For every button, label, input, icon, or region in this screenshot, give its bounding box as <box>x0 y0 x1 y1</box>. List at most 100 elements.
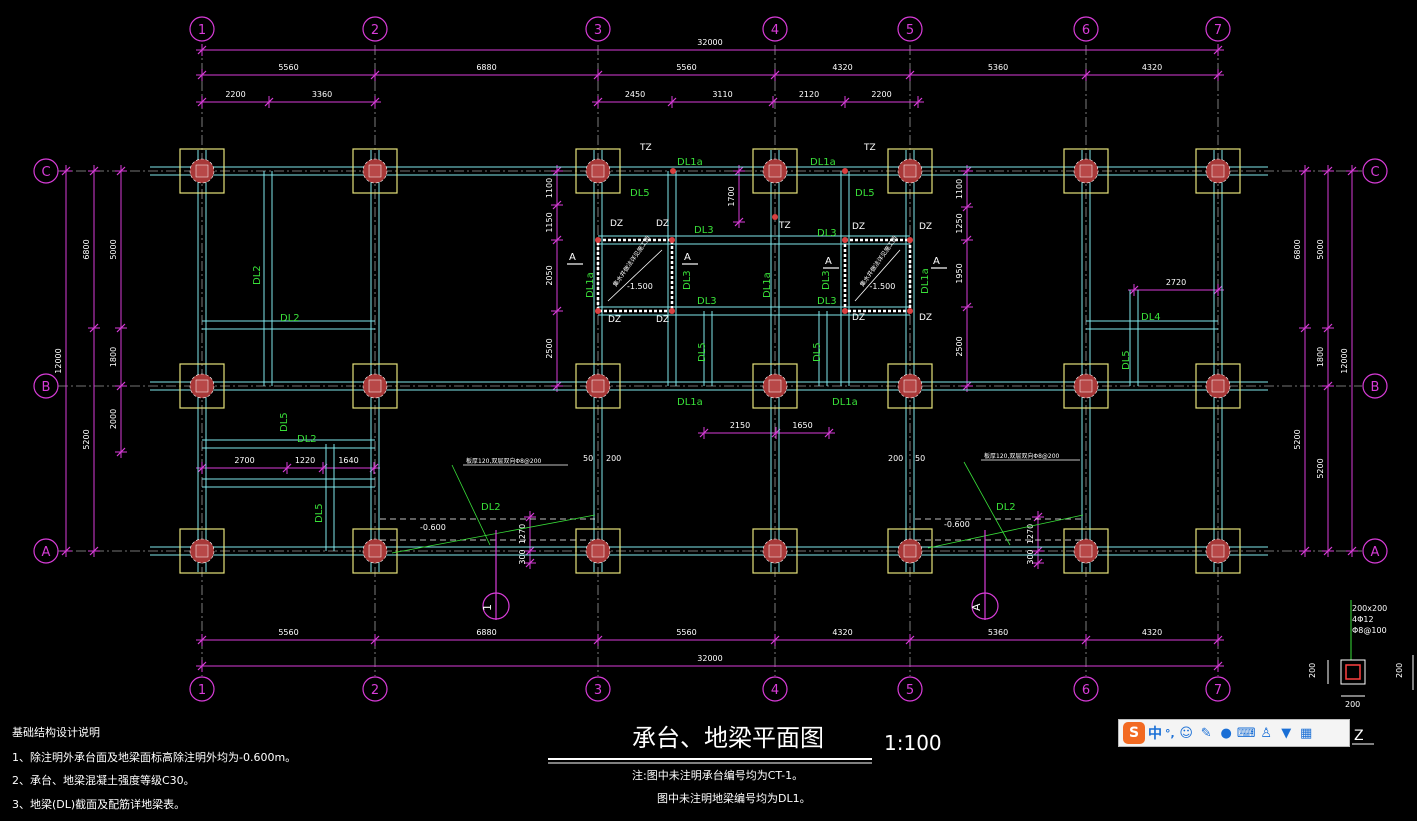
beam-label: DL1a <box>810 157 836 168</box>
column-dot <box>772 214 778 220</box>
axis-bubble <box>1205 16 1231 42</box>
axis-bubble <box>189 16 215 42</box>
plan-text: TZ <box>778 221 791 231</box>
axis-bubble <box>362 16 388 42</box>
dim-tick <box>1323 546 1333 556</box>
dim-tick <box>1300 166 1310 176</box>
pile-cap <box>179 363 225 409</box>
plan-text: TZ <box>639 143 652 153</box>
axis-bubble <box>762 16 788 42</box>
pile-cap <box>1063 363 1109 409</box>
axis-label: 7 <box>1214 23 1222 38</box>
dim-text: 6800 <box>1293 239 1302 259</box>
dim-tick <box>905 635 915 645</box>
plan-text: DZ <box>656 219 669 229</box>
dim-text: 1250 <box>955 213 964 233</box>
dim-tick <box>89 166 99 176</box>
dim-tick <box>1213 635 1223 645</box>
beam-label: DL2 <box>996 502 1016 513</box>
pile-cap <box>1195 363 1241 409</box>
toolbox-grid-icon[interactable]: ▦ <box>1300 725 1313 741</box>
sogou-logo-icon[interactable]: S <box>1123 722 1145 744</box>
column-rect <box>1211 164 1225 178</box>
pit-outline <box>596 238 674 313</box>
axis-bubble <box>897 16 923 42</box>
dim-tick <box>552 235 562 245</box>
emoji-icon[interactable]: ☺ <box>1179 725 1193 741</box>
dim-text: 1800 <box>1316 347 1325 367</box>
axis-label: 2 <box>371 23 379 38</box>
beam-label: DL1a <box>677 157 703 168</box>
dim-tick <box>1213 285 1223 295</box>
column-dot <box>595 308 601 314</box>
ime-toolbar[interactable]: S 中 °, ☺ ✎ ● ⌨ ♙ ▼ ▦ <box>1118 719 1350 747</box>
axis-bubble <box>1205 676 1231 702</box>
keyboard-icon[interactable]: ⌨ <box>1236 725 1256 741</box>
dim-tick <box>1323 166 1333 176</box>
dim-tick <box>552 166 562 176</box>
axis-label: 2 <box>371 683 379 698</box>
dim-text: 300 <box>1026 549 1035 564</box>
dim-tick <box>89 323 99 333</box>
handwriting-icon[interactable]: ✎ <box>1200 725 1212 741</box>
dim-text: 12000 <box>1340 348 1349 373</box>
dim-tick <box>197 45 207 55</box>
axis-bubble <box>585 16 611 42</box>
column-dot <box>595 237 601 243</box>
ime-lang-toggle[interactable]: 中 <box>1148 726 1162 742</box>
dim-tick <box>1033 512 1043 522</box>
column-rect <box>1079 544 1093 558</box>
detail-rebar: 4Φ12 <box>1352 615 1374 624</box>
ime-punct-toggle[interactable]: °, <box>1165 726 1175 740</box>
pile-cap <box>887 148 933 194</box>
dim-tick <box>913 97 923 107</box>
dim-text: 3110 <box>712 90 732 99</box>
dim-text: 2200 <box>871 90 891 99</box>
detail-tag: Z <box>1354 728 1364 744</box>
beam-label: DL1a <box>677 397 703 408</box>
plan-text: A <box>933 256 940 267</box>
axis-label: B <box>1371 380 1380 395</box>
detail-h2: 200 <box>1395 663 1404 678</box>
column-rect <box>1211 544 1225 558</box>
dim-tick <box>1033 558 1043 568</box>
user-icon[interactable]: ♙ <box>1260 725 1273 741</box>
note-item: 3、地梁(DL)截面及配筋详地梁表。 <box>12 797 185 811</box>
column-rect <box>768 379 782 393</box>
notes-heading: 基础结构设计说明 <box>12 725 100 739</box>
dim-tick <box>116 381 126 391</box>
dim-text: 5560 <box>676 628 696 637</box>
axis-label: 4 <box>771 23 779 38</box>
column-rect <box>768 544 782 558</box>
beam-label: DL5 <box>812 342 823 362</box>
detail-size: 200x200 <box>1352 604 1387 613</box>
pile-cap <box>575 528 621 574</box>
axis-label: 6 <box>1082 23 1090 38</box>
note-item: 1、除注明外承台面及地梁面标高除注明外均为-0.600m。 <box>12 750 296 764</box>
plan-text: 200 <box>888 454 903 463</box>
beam-label: DL2 <box>481 502 501 513</box>
column-rect <box>768 164 782 178</box>
dim-text: 32000 <box>697 654 722 663</box>
dim-tick <box>1213 45 1223 55</box>
dim-tick <box>768 97 778 107</box>
plan-text: DZ <box>852 222 865 232</box>
dim-tick <box>1347 546 1357 556</box>
pile-cap <box>752 148 798 194</box>
dim-text: 5200 <box>1316 458 1325 478</box>
dim-tick <box>1129 285 1139 295</box>
column-rect <box>195 544 209 558</box>
dim-tick <box>734 166 744 176</box>
skin-shirt-icon[interactable]: ▼ <box>1281 725 1292 741</box>
dim-tick <box>962 235 972 245</box>
pit-diagonal <box>854 249 901 302</box>
dim-tick <box>89 546 99 556</box>
dim-text: 2000 <box>109 409 118 429</box>
pile-cap <box>887 528 933 574</box>
mic-icon[interactable]: ● <box>1220 725 1232 741</box>
axis-label: B <box>42 380 51 395</box>
dim-tick <box>525 558 535 568</box>
dim-text: 5560 <box>676 63 696 72</box>
